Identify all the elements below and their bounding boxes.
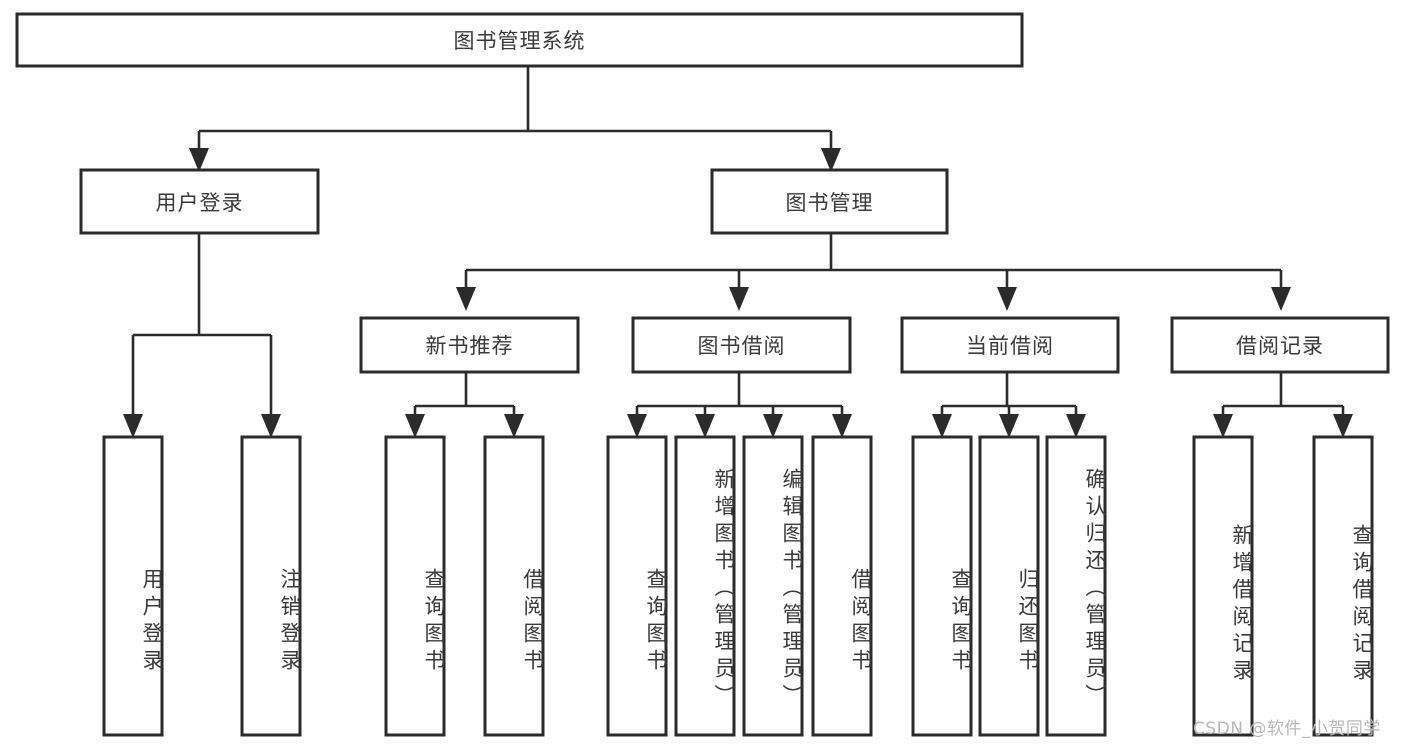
node-box-leaf-return-book	[978, 435, 1040, 737]
node-box-leaf-borrow-book-1	[483, 435, 545, 737]
node-box-leaf-query-book-3	[911, 435, 973, 737]
arrowhead-leaf-query-book-1	[405, 414, 425, 438]
node-box-leaf-add-book	[674, 435, 736, 737]
arrowhead-leaf-logout-login	[261, 414, 281, 438]
arrowhead-leaf-query-book-2	[627, 414, 647, 438]
arrowhead-leaf-edit-book	[763, 414, 783, 438]
arrowhead-book-borrow	[729, 287, 749, 311]
node-box-book-manage	[710, 168, 949, 235]
arrowhead-leaf-query-record	[1333, 414, 1353, 438]
node-box-borrow-record	[1170, 316, 1390, 374]
node-box-leaf-query-record	[1312, 435, 1374, 737]
arrowhead-leaf-add-record	[1213, 414, 1233, 438]
arrowhead-leaf-confirm-return	[1066, 414, 1086, 438]
node-box-leaf-edit-book	[742, 435, 804, 737]
arrowhead-book-manage	[821, 148, 841, 172]
arrowhead-leaf-return-book	[999, 414, 1019, 438]
node-box-book-borrow	[631, 316, 852, 374]
arrowhead-leaf-user-login	[123, 414, 143, 438]
arrowhead-leaf-add-book	[695, 414, 715, 438]
arrowhead-user-login	[189, 148, 209, 172]
node-box-leaf-add-record	[1192, 435, 1254, 737]
node-box-leaf-borrow-book-2	[811, 435, 873, 737]
node-box-leaf-user-login	[102, 435, 164, 737]
arrowhead-borrow-record	[1271, 287, 1291, 311]
arrowhead-leaf-query-book-3	[932, 414, 952, 438]
node-box-leaf-logout-login	[240, 435, 302, 737]
node-box-leaf-confirm-return	[1045, 435, 1107, 737]
node-box-leaf-query-book-2	[606, 435, 668, 737]
arrowhead-layer	[123, 148, 1353, 438]
box-layer	[15, 12, 1390, 737]
arrowhead-leaf-borrow-book-1	[504, 414, 524, 438]
node-box-new-book-rec	[359, 316, 580, 374]
node-box-user-login	[79, 168, 320, 235]
arrowhead-current-borrow	[997, 287, 1017, 311]
node-box-root	[15, 12, 1024, 68]
arrowhead-new-book-rec	[456, 287, 476, 311]
arrowhead-leaf-borrow-book-2	[832, 414, 852, 438]
node-box-leaf-query-book-1	[384, 435, 446, 737]
node-box-current-borrow	[900, 316, 1120, 374]
